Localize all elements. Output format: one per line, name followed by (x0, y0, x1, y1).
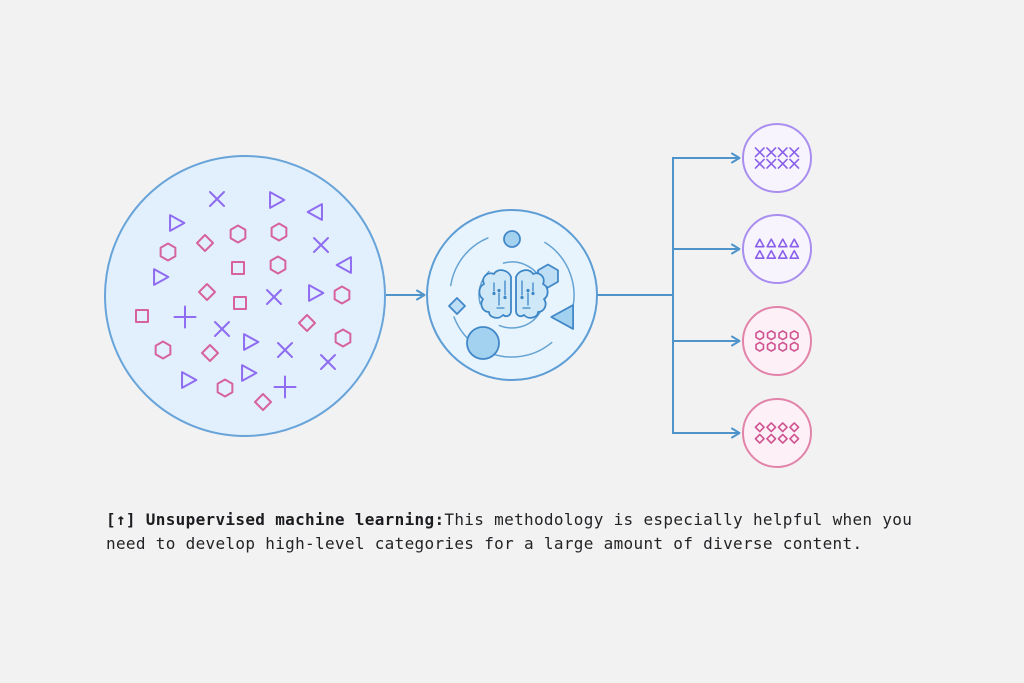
cluster-circle-outline-2 (742, 214, 812, 284)
scatter-tri-r (269, 191, 286, 209)
cluster-shape-dia (754, 433, 765, 444)
scatter-x (266, 289, 282, 305)
scatter-hex (229, 224, 247, 244)
scatter-hex (334, 328, 352, 348)
scatter-hex (333, 285, 351, 305)
circuit-node (531, 291, 535, 296)
scatter-dia (201, 344, 219, 362)
scatter-x (214, 321, 230, 337)
cluster-shape-dia (754, 422, 765, 433)
scatter-shapes (135, 191, 352, 411)
scatter-plus (273, 375, 297, 399)
cluster-shape-tri-u (777, 249, 788, 259)
scatter-hex (270, 222, 288, 242)
scatter-plus (173, 305, 197, 329)
scatter-sq (231, 261, 245, 275)
scatter-dia (298, 314, 316, 332)
cluster-shape-hex (789, 330, 799, 341)
cluster-shape-x (754, 147, 765, 158)
cluster-shape-tri-u (766, 238, 777, 248)
cluster-shape-hex (789, 341, 799, 352)
ml-processor-circle (426, 209, 598, 381)
circuit-node (503, 295, 507, 300)
cluster-shape-x (777, 147, 788, 158)
cluster-shape-dia (789, 422, 800, 433)
scatter-tri-l (306, 203, 323, 221)
cluster-connectors (597, 152, 741, 439)
scatter-sq (135, 309, 149, 323)
cluster-shape-hex (755, 341, 765, 352)
cluster-shape-tri-u (754, 249, 765, 259)
cluster-shape-hex (766, 341, 776, 352)
circuit-node (526, 288, 530, 293)
scatter-hex (269, 255, 287, 275)
cluster-x-marks (742, 123, 812, 193)
cluster-circle-outline-4 (742, 398, 812, 468)
cluster-diamonds (742, 398, 812, 468)
scatter-hex (159, 242, 177, 262)
scatter-sq (233, 296, 247, 310)
brain-circuit-traces (493, 280, 534, 309)
input-data-circle (104, 155, 386, 437)
cluster-shape-hex (755, 330, 765, 341)
circuit-node (492, 291, 496, 296)
cluster-shape-tri-u (754, 238, 765, 248)
cluster-shape-tri-u (789, 238, 800, 248)
caption-term: [↑] Unsupervised machine learning: (106, 510, 445, 529)
caption-text: This methodology is especially helpful w… (106, 510, 913, 553)
cluster-shape-hex (766, 330, 776, 341)
cluster-hexagons (742, 306, 812, 376)
satellite-tri-l (550, 304, 574, 330)
cluster-shape-tri-u (766, 249, 777, 259)
cluster-shape-dia (766, 422, 777, 433)
cluster-shape-tri-u (777, 238, 788, 248)
caption: [↑] Unsupervised machine learning:This m… (106, 508, 948, 556)
brain-circuit-icon (478, 269, 549, 319)
cluster-shape-dia (777, 422, 788, 433)
scatter-tri-r (241, 364, 258, 382)
satellite-dia (448, 297, 466, 315)
scatter-tri-r (243, 333, 260, 351)
cluster-circle-outline-1 (742, 123, 812, 193)
scatter-tri-r (308, 284, 325, 302)
circuit-node (520, 295, 524, 300)
cluster-shape-x (754, 158, 765, 169)
cluster-shape-x (766, 147, 777, 158)
scatter-x (277, 342, 293, 358)
satellite-circle (466, 326, 500, 360)
scatter-x (313, 237, 329, 253)
scatter-hex (154, 340, 172, 360)
cluster-shape-x (789, 147, 800, 158)
scatter-tri-l (335, 256, 352, 274)
cluster-triangles (742, 214, 812, 284)
cluster-shape-dia (766, 433, 777, 444)
circuit-node (497, 288, 501, 293)
scatter-tri-r (153, 268, 170, 286)
scatter-dia (196, 234, 214, 252)
scatter-dia (198, 283, 216, 301)
cluster-shape-hex (778, 330, 788, 341)
cluster-shape-hex (778, 341, 788, 352)
cluster-shape-dia (789, 433, 800, 444)
cluster-shape-dia (777, 433, 788, 444)
satellite-circle (503, 230, 521, 248)
scatter-x (320, 354, 336, 370)
scatter-x (209, 191, 225, 207)
scatter-tri-r (169, 214, 186, 232)
cluster-circle-outline-3 (742, 306, 812, 376)
cluster-shape-tri-u (789, 249, 800, 259)
scatter-dia (254, 393, 272, 411)
scatter-tri-r (181, 371, 198, 389)
scatter-hex (216, 378, 234, 398)
cluster-shape-x (789, 158, 800, 169)
cluster-shape-x (777, 158, 788, 169)
cluster-shape-x (766, 158, 777, 169)
